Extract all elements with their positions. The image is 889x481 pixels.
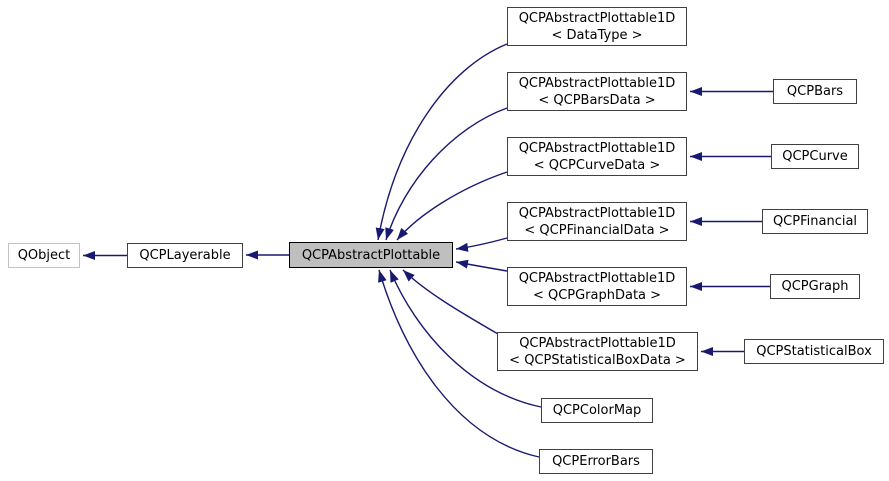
node-p1d-datatype-line1: QCPAbstractPlottable1D	[518, 10, 676, 26]
node-p1d-bars-line2: < QCPBarsData >	[538, 92, 656, 108]
node-p1d-datatype-line2: < DataType >	[551, 27, 643, 43]
node-p1d-financial-line1: QCPAbstractPlottable1D	[518, 205, 676, 221]
node-p1d-financial-line2: < QCPFinancialData >	[524, 222, 670, 238]
node-qcpabstractplottable: QCPAbstractPlottable	[289, 242, 453, 268]
edge-p1d-statbox-base	[402, 269, 499, 335]
node-qcperrorbars-label: QCPErrorBars	[552, 454, 640, 469]
node-p1d-statbox-line1: QCPAbstractPlottable1D	[519, 335, 676, 351]
edge-p1d-bars-base	[385, 107, 508, 241]
node-qcpcolormap[interactable]: QCPColorMap	[541, 398, 653, 423]
node-p1d-datatype[interactable]: QCPAbstractPlottable1D < DataType >	[507, 7, 687, 46]
node-qcplayerable-label: QCPLayerable	[139, 248, 231, 263]
node-qcpcurve-label: QCPCurve	[782, 149, 848, 164]
node-p1d-graph-line1: QCPAbstractPlottable1D	[518, 270, 676, 286]
node-p1d-curve-line1: QCPAbstractPlottable1D	[518, 140, 676, 156]
node-qcpfinancial-label: QCPFinancial	[772, 214, 858, 229]
node-qcpgraph-label: QCPGraph	[781, 279, 849, 294]
node-p1d-graph-line2: < QCPGraphData >	[532, 287, 662, 303]
node-qcpgraph[interactable]: QCPGraph	[770, 274, 860, 299]
node-p1d-graph[interactable]: QCPAbstractPlottable1D < QCPGraphData >	[507, 267, 687, 306]
node-p1d-curve-line2: < QCPCurveData >	[533, 157, 661, 173]
node-p1d-curve[interactable]: QCPAbstractPlottable1D < QCPCurveData >	[507, 137, 687, 176]
node-qcpbars-label: QCPBars	[786, 84, 844, 99]
node-qcpfinancial[interactable]: QCPFinancial	[762, 209, 868, 234]
node-qcpcurve[interactable]: QCPCurve	[771, 144, 859, 169]
node-p1d-bars-line1: QCPAbstractPlottable1D	[518, 75, 676, 91]
edge-qcperrorbars-base	[378, 269, 540, 458]
node-qobject: QObject	[8, 243, 80, 268]
edge-p1d-curve-base	[396, 171, 508, 241]
edge-p1d-graph-base	[455, 259, 508, 272]
node-qcplayerable[interactable]: QCPLayerable	[127, 243, 243, 268]
node-p1d-statbox[interactable]: QCPAbstractPlottable1D < QCPStatisticalB…	[497, 332, 698, 371]
node-qcperrorbars[interactable]: QCPErrorBars	[539, 449, 653, 474]
node-qobject-label: QObject	[17, 248, 71, 263]
node-p1d-financial[interactable]: QCPAbstractPlottable1D < QCPFinancialDat…	[507, 202, 687, 241]
node-p1d-statbox-line2: < QCPStatisticalBoxData >	[509, 352, 686, 368]
node-qcpstatisticalbox-label: QCPStatisticalBox	[756, 344, 872, 359]
edge-p1d-datatype-base	[375, 43, 508, 241]
node-qcpabstractplottable-label: QCPAbstractPlottable	[301, 247, 441, 263]
node-qcpbars[interactable]: QCPBars	[773, 79, 857, 104]
edge-qcpcolormap-base	[389, 269, 542, 408]
node-qcpstatisticalbox[interactable]: QCPStatisticalBox	[744, 339, 884, 364]
edge-p1d-financial-base	[455, 237, 508, 252]
node-qcpcolormap-label: QCPColorMap	[552, 403, 642, 418]
node-p1d-bars[interactable]: QCPAbstractPlottable1D < QCPBarsData >	[507, 72, 687, 111]
